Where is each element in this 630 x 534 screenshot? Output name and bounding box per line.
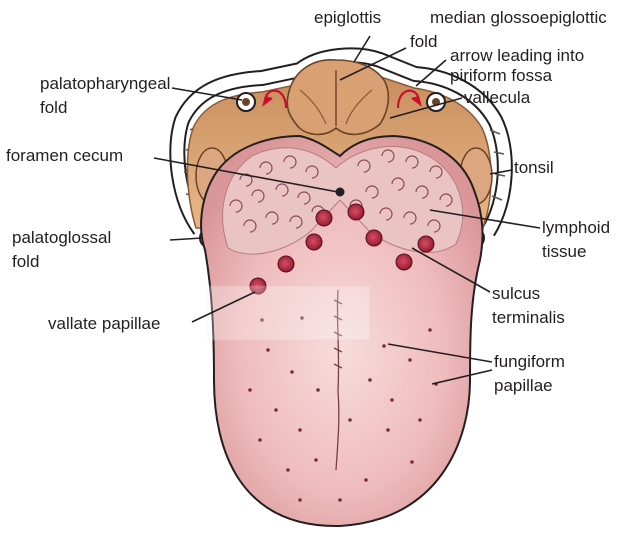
vallate-papilla: [278, 256, 294, 272]
fungiform-papilla: [266, 348, 270, 352]
vallate-papilla: [396, 254, 412, 270]
label-vallate-papillae: vallate papillae: [48, 314, 160, 334]
fungiform-papilla: [386, 428, 390, 432]
faded-overlay: [208, 286, 370, 340]
label-fungiform-line2: papillae: [494, 376, 553, 396]
fungiform-papilla: [298, 498, 302, 502]
label-palatoglossal-line1: palatoglossal: [12, 228, 111, 248]
fungiform-papilla: [408, 358, 412, 362]
vallate-papilla: [366, 230, 382, 246]
label-lymphoid-line2: tissue: [542, 242, 586, 262]
label-epiglottis: epiglottis: [314, 8, 381, 28]
label-foramen-cecum: foramen cecum: [6, 146, 123, 166]
fungiform-papilla: [258, 438, 262, 442]
fungiform-papilla: [248, 388, 252, 392]
fungiform-papilla: [390, 398, 394, 402]
label-lymphoid-line1: lymphoid: [542, 218, 610, 238]
fungiform-papilla: [316, 388, 320, 392]
fungiform-papilla: [368, 378, 372, 382]
fungiform-papilla: [364, 478, 368, 482]
label-arrow-piriform-line1: arrow leading into: [450, 46, 584, 66]
fungiform-papilla: [418, 418, 422, 422]
fungiform-papilla: [274, 408, 278, 412]
label-fungiform-line1: fungiform: [494, 352, 565, 372]
label-palatoglossal-line2: fold: [12, 252, 39, 272]
fungiform-papilla: [298, 428, 302, 432]
label-tonsil: tonsil: [514, 158, 554, 178]
label-sulcus-line2: terminalis: [492, 308, 565, 328]
fungiform-papilla: [286, 468, 290, 472]
label-vallecula: vallecula: [464, 88, 530, 108]
label-median-glossoepiglottic-line1: median glossoepiglottic: [430, 8, 607, 28]
vallate-papilla: [348, 204, 364, 220]
fungiform-papilla: [348, 418, 352, 422]
fungiform-papilla: [314, 458, 318, 462]
label-median-glossoepiglottic-line2: fold: [410, 32, 437, 52]
vallate-papilla: [418, 236, 434, 252]
fungiform-papilla: [290, 370, 294, 374]
epiglottis-shape: [287, 60, 388, 135]
label-palatopharyngeal-line2: fold: [40, 98, 67, 118]
label-arrow-piriform-line2: piriform fossa: [450, 66, 552, 86]
fungiform-papilla: [382, 344, 386, 348]
label-palatopharyngeal-line1: palatopharyngeal: [40, 74, 170, 94]
fungiform-papilla: [338, 498, 342, 502]
vallate-papilla: [316, 210, 332, 226]
label-sulcus-line1: sulcus: [492, 284, 540, 304]
fungiform-papilla: [410, 460, 414, 464]
fungiform-papilla: [428, 328, 432, 332]
vallate-papilla: [306, 234, 322, 250]
